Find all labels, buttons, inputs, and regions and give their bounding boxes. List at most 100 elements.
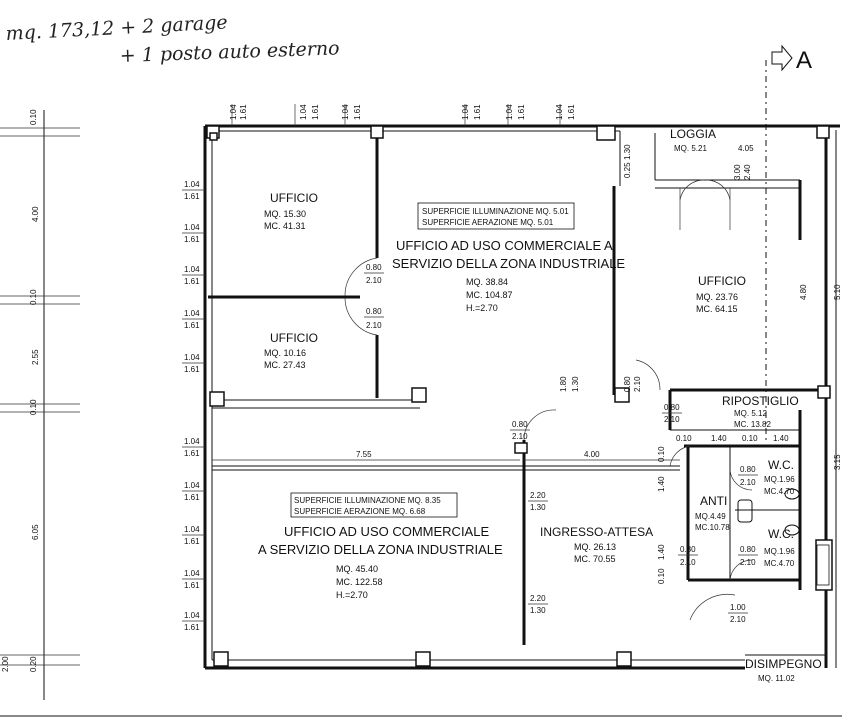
room-volume: MC.10.78 — [695, 523, 730, 532]
room-height: H.=2.70 — [466, 303, 498, 313]
dim-left-255: 2.55 — [31, 349, 40, 365]
svg-text:1.61: 1.61 — [184, 321, 200, 330]
sink-icon — [737, 499, 753, 523]
window-width-label: 1.04 — [299, 104, 308, 120]
svg-text:1.04: 1.04 — [184, 265, 200, 274]
dim-left-200: 2.00 — [1, 656, 10, 672]
window-tag: 1.04 1.61 — [341, 104, 362, 126]
svg-text:1.61: 1.61 — [184, 365, 200, 374]
room-area: MQ.4.49 — [695, 512, 726, 521]
room-name: W.C. — [768, 458, 794, 472]
toilet-icon — [784, 488, 800, 500]
svg-text:1.61: 1.61 — [184, 623, 200, 632]
svg-text:0.10: 0.10 — [657, 568, 666, 584]
room-volume: MC. 27.43 — [264, 360, 306, 370]
window-height-label: 1.61 — [473, 104, 482, 120]
door-height: 1.30 — [530, 503, 546, 512]
svg-text:1.61: 1.61 — [184, 537, 200, 546]
room-name-line2: A SERVIZIO DELLA ZONA INDUSTRIALE — [258, 542, 503, 557]
door-width: 0.80 — [512, 420, 528, 429]
door-width: 0.80 — [680, 545, 696, 554]
svg-text:1.61: 1.61 — [184, 449, 200, 458]
dim-300: 3.00 — [733, 164, 742, 180]
room-volume: MC. 64.15 — [696, 304, 738, 314]
room-volume: MC.4.70 — [764, 487, 795, 496]
window-tag: 1.04 1.61 — [461, 104, 482, 126]
doors — [344, 179, 753, 621]
window-height-label: 1.61 — [353, 104, 362, 120]
dim-755: 7.55 — [356, 450, 372, 459]
svg-text:1.40: 1.40 — [657, 476, 666, 492]
svg-text:0.10: 0.10 — [657, 446, 666, 462]
room-name-line1: UFFICIO AD USO COMMERCIALE — [284, 524, 489, 539]
room-name-line2: SERVIZIO DELLA ZONA INDUSTRIALE — [392, 256, 625, 271]
window-height-label: 1.61 — [239, 104, 248, 120]
door-height: 2.10 — [740, 478, 756, 487]
room-area: MQ. 11.02 — [758, 674, 795, 683]
window-width-label: 1.04 — [341, 104, 350, 120]
room-wc-1: W.C. MQ.1.96 MC.4.70 — [764, 458, 795, 496]
door-width: 0.80 — [366, 307, 382, 316]
note-area-total: mq. 173,12 + 2 garage — [5, 11, 228, 45]
dim-left-020: 0.20 — [29, 656, 38, 672]
dim-405: 4.05 — [738, 144, 754, 153]
room-loggia: LOGGIA MQ. 5.21 — [670, 127, 716, 153]
note-garage-parking: + 1 posto auto esterno — [119, 37, 340, 67]
room-area: MQ. 26.13 — [574, 542, 616, 552]
dim-240: 2.40 — [743, 164, 752, 180]
window-tag: 1.04 1.61 — [505, 104, 526, 126]
svg-text:1.04: 1.04 — [184, 437, 200, 446]
room-name: W.C. — [768, 527, 794, 541]
room-anti: ANTI MQ.4.49 MC.10.78 — [695, 494, 730, 532]
door-height: 2.10 — [633, 376, 642, 392]
window-height-label: 1.61 — [517, 104, 526, 120]
room-name: UFFICIO — [270, 191, 318, 205]
svg-text:1.61: 1.61 — [184, 581, 200, 590]
door-height: 2.10 — [366, 276, 382, 285]
svg-text:0.10: 0.10 — [742, 434, 758, 443]
dim-left-010-low: 0.10 — [29, 399, 38, 415]
section-marker-a: A — [765, 44, 812, 440]
room-area: MQ. 23.76 — [696, 292, 738, 302]
room-ingresso-attesa: INGRESSO-ATTESA MQ. 26.13 MC. 70.55 — [540, 525, 653, 564]
svg-text:1.61: 1.61 — [184, 493, 200, 502]
room-area: MQ. 38.84 — [466, 277, 508, 287]
svg-text:1.04: 1.04 — [184, 353, 200, 362]
room-ufficio-1: UFFICIO MQ. 15.30 MC. 41.31 — [264, 191, 318, 231]
room-area: MQ. 45.40 — [336, 564, 378, 574]
door-width: 1.00 — [730, 603, 746, 612]
dim-130-top: 1.30 — [623, 144, 632, 160]
door-height: 1.30 — [530, 606, 546, 615]
svg-text:1.40: 1.40 — [711, 434, 727, 443]
left-dimension-chain: 0.10 4.00 0.10 2.55 0.10 6.05 0.20 2.00 — [0, 109, 80, 700]
dim-left-010-mid: 0.10 — [29, 289, 38, 305]
window-tag: 1.04 1.61 — [294, 104, 320, 126]
dim-left-400: 4.00 — [31, 206, 40, 222]
room-ufficio-2: UFFICIO MQ. 10.16 MC. 27.43 — [264, 331, 318, 370]
window-tag: 1.04 1.61 — [555, 104, 576, 126]
svg-text:1.40: 1.40 — [657, 544, 666, 560]
room-area: MQ. 15.30 — [264, 209, 306, 219]
svg-text:1.61: 1.61 — [184, 192, 200, 201]
sanitary-fixtures — [737, 488, 830, 586]
room-volume: MC. 122.58 — [336, 577, 383, 587]
svg-text:1.04: 1.04 — [184, 223, 200, 232]
door-height: 2.10 — [664, 415, 680, 424]
window-height-label: 1.61 — [567, 104, 576, 120]
svg-text:1.04: 1.04 — [184, 180, 200, 189]
window-height-label: 1.61 — [311, 104, 320, 120]
dim-025: 0.25 — [623, 162, 632, 178]
dim-left-605: 6.05 — [31, 524, 40, 540]
room-ufficio-commerciale-1: SUPERFICIE ILLUMINAZIONE MQ. 5.01 SUPERF… — [392, 202, 625, 313]
room-name-line1: UFFICIO AD USO COMMERCIALE A — [396, 238, 613, 253]
room-height: H.=2.70 — [336, 590, 368, 600]
dim-400: 4.00 — [584, 450, 600, 459]
room-name: LOGGIA — [670, 127, 716, 141]
svg-text:1.61: 1.61 — [184, 235, 200, 244]
surface-lighting: SUPERFICIE ILLUMINAZIONE MQ. 5.01 — [422, 207, 569, 216]
room-disimpegno: DISIMPEGNO MQ. 11.02 — [745, 657, 822, 683]
door-width: 2.20 — [530, 491, 546, 500]
surface-ventilation: SUPERFICIE AERAZIONE MQ. 6.68 — [294, 507, 426, 516]
room-area: MQ.1.96 — [764, 475, 795, 484]
dim-130-mid: 1.30 — [571, 376, 580, 392]
